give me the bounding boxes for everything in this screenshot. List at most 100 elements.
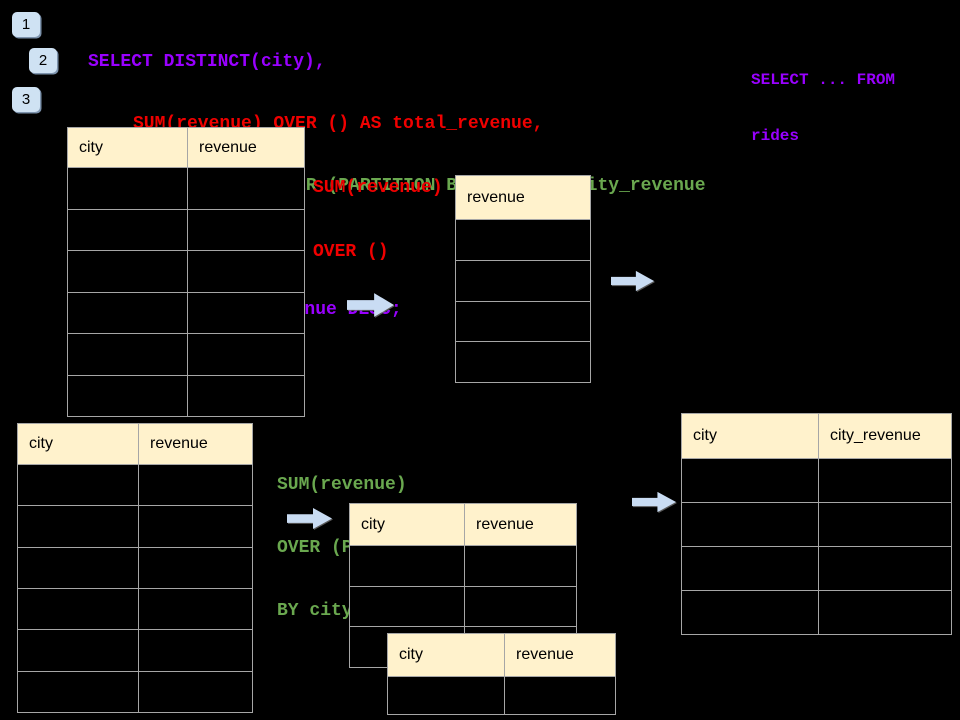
arrow-right-icon (632, 491, 677, 513)
table-row (18, 465, 252, 507)
table-cell (682, 547, 818, 590)
column-header: city_revenue (818, 414, 951, 458)
table-cell (138, 506, 252, 547)
table-row (18, 506, 252, 548)
table-cell (68, 210, 187, 251)
city-revenue-table: city city_revenue (681, 413, 952, 635)
column-header: revenue (138, 424, 252, 464)
table-cell (138, 630, 252, 671)
note-line: SELECT ... FROM (751, 71, 896, 89)
table-cell (18, 506, 138, 546)
table-cell (18, 589, 138, 629)
table-cell (138, 671, 252, 712)
table-cell (68, 293, 187, 334)
table-cell (68, 168, 187, 209)
table-header-row: city revenue (350, 504, 576, 546)
annotation-line: SUM(revenue) (277, 475, 407, 495)
table-cell (682, 503, 818, 546)
column-header: city (29, 435, 53, 452)
table-row (388, 677, 615, 714)
table-cell (187, 251, 304, 292)
note-line: rides (751, 127, 800, 145)
table-body (388, 677, 615, 714)
table-header-row: city revenue (68, 128, 304, 168)
annotation-line: SUM(revenue) (313, 178, 443, 198)
table-cell (818, 503, 951, 546)
code-line: SELECT DISTINCT(city), (88, 52, 326, 72)
table-row (18, 588, 252, 631)
table-cell (388, 677, 504, 714)
table-cell (350, 546, 464, 586)
table-body (456, 220, 590, 382)
table-cell (818, 459, 951, 502)
table-header-row: revenue (456, 176, 590, 220)
table-row (456, 261, 590, 302)
table-cell (18, 630, 138, 670)
table-row (456, 220, 590, 261)
table-cell (818, 591, 951, 634)
table-row (68, 334, 304, 376)
table-row (68, 292, 304, 334)
table-cell (187, 375, 304, 416)
table-cell (464, 586, 576, 627)
table-cell (187, 209, 304, 250)
table-cell (504, 677, 615, 714)
arrow-right-icon (611, 270, 655, 292)
annotation-total-revenue: SUM(revenue) OVER () (313, 136, 443, 304)
table-row (68, 251, 304, 293)
step-badge-1: 1 (12, 12, 40, 37)
annotation-line: OVER () (313, 242, 389, 262)
column-header: revenue (464, 504, 576, 545)
table-cell (456, 302, 590, 342)
table-row (456, 302, 590, 343)
column-header: city (79, 138, 103, 156)
step-badge-2: 2 (29, 48, 57, 73)
partition-overlay-table: city revenue (387, 633, 616, 715)
column-header: revenue (187, 128, 304, 167)
step-badge-3: 3 (12, 87, 40, 112)
arrow-right-icon (347, 293, 394, 317)
column-header: city (361, 515, 385, 533)
table-row (682, 591, 951, 634)
table-cell (187, 334, 304, 375)
table-body (18, 465, 252, 712)
table-row (456, 342, 590, 382)
table-row (68, 375, 304, 417)
table-row (68, 168, 304, 210)
table-row (18, 671, 252, 712)
table-cell (138, 547, 252, 588)
table-row (68, 209, 304, 251)
table-row (350, 546, 576, 587)
table-cell (818, 547, 951, 590)
table-row (350, 586, 576, 628)
table-cell (464, 546, 576, 586)
table-cell (456, 220, 590, 260)
table-row (682, 459, 951, 503)
table-row (682, 547, 951, 591)
table-cell (682, 459, 818, 502)
table-cell (18, 465, 138, 505)
column-header: city (399, 646, 423, 663)
table-cell (138, 465, 252, 506)
table-header-row: city revenue (18, 424, 252, 465)
table-cell (456, 261, 590, 301)
table-header-row: city city_revenue (682, 414, 951, 459)
table-body (682, 459, 951, 634)
table-cell (18, 672, 138, 712)
column-header: city (693, 427, 717, 444)
table-cell (68, 251, 187, 292)
table-cell (350, 587, 464, 627)
table-header-row: city revenue (388, 634, 615, 677)
side-note: SELECT ... FROM rides (751, 34, 895, 182)
table-cell (68, 376, 187, 417)
table-row (682, 503, 951, 547)
table-row (18, 630, 252, 672)
table-cell (187, 168, 304, 209)
source-table-bottom: city revenue (17, 423, 253, 713)
table-cell (18, 548, 138, 588)
arrow-right-icon (287, 507, 332, 530)
table-cell (456, 342, 590, 382)
table-cell (68, 334, 187, 375)
table-cell (187, 292, 304, 333)
